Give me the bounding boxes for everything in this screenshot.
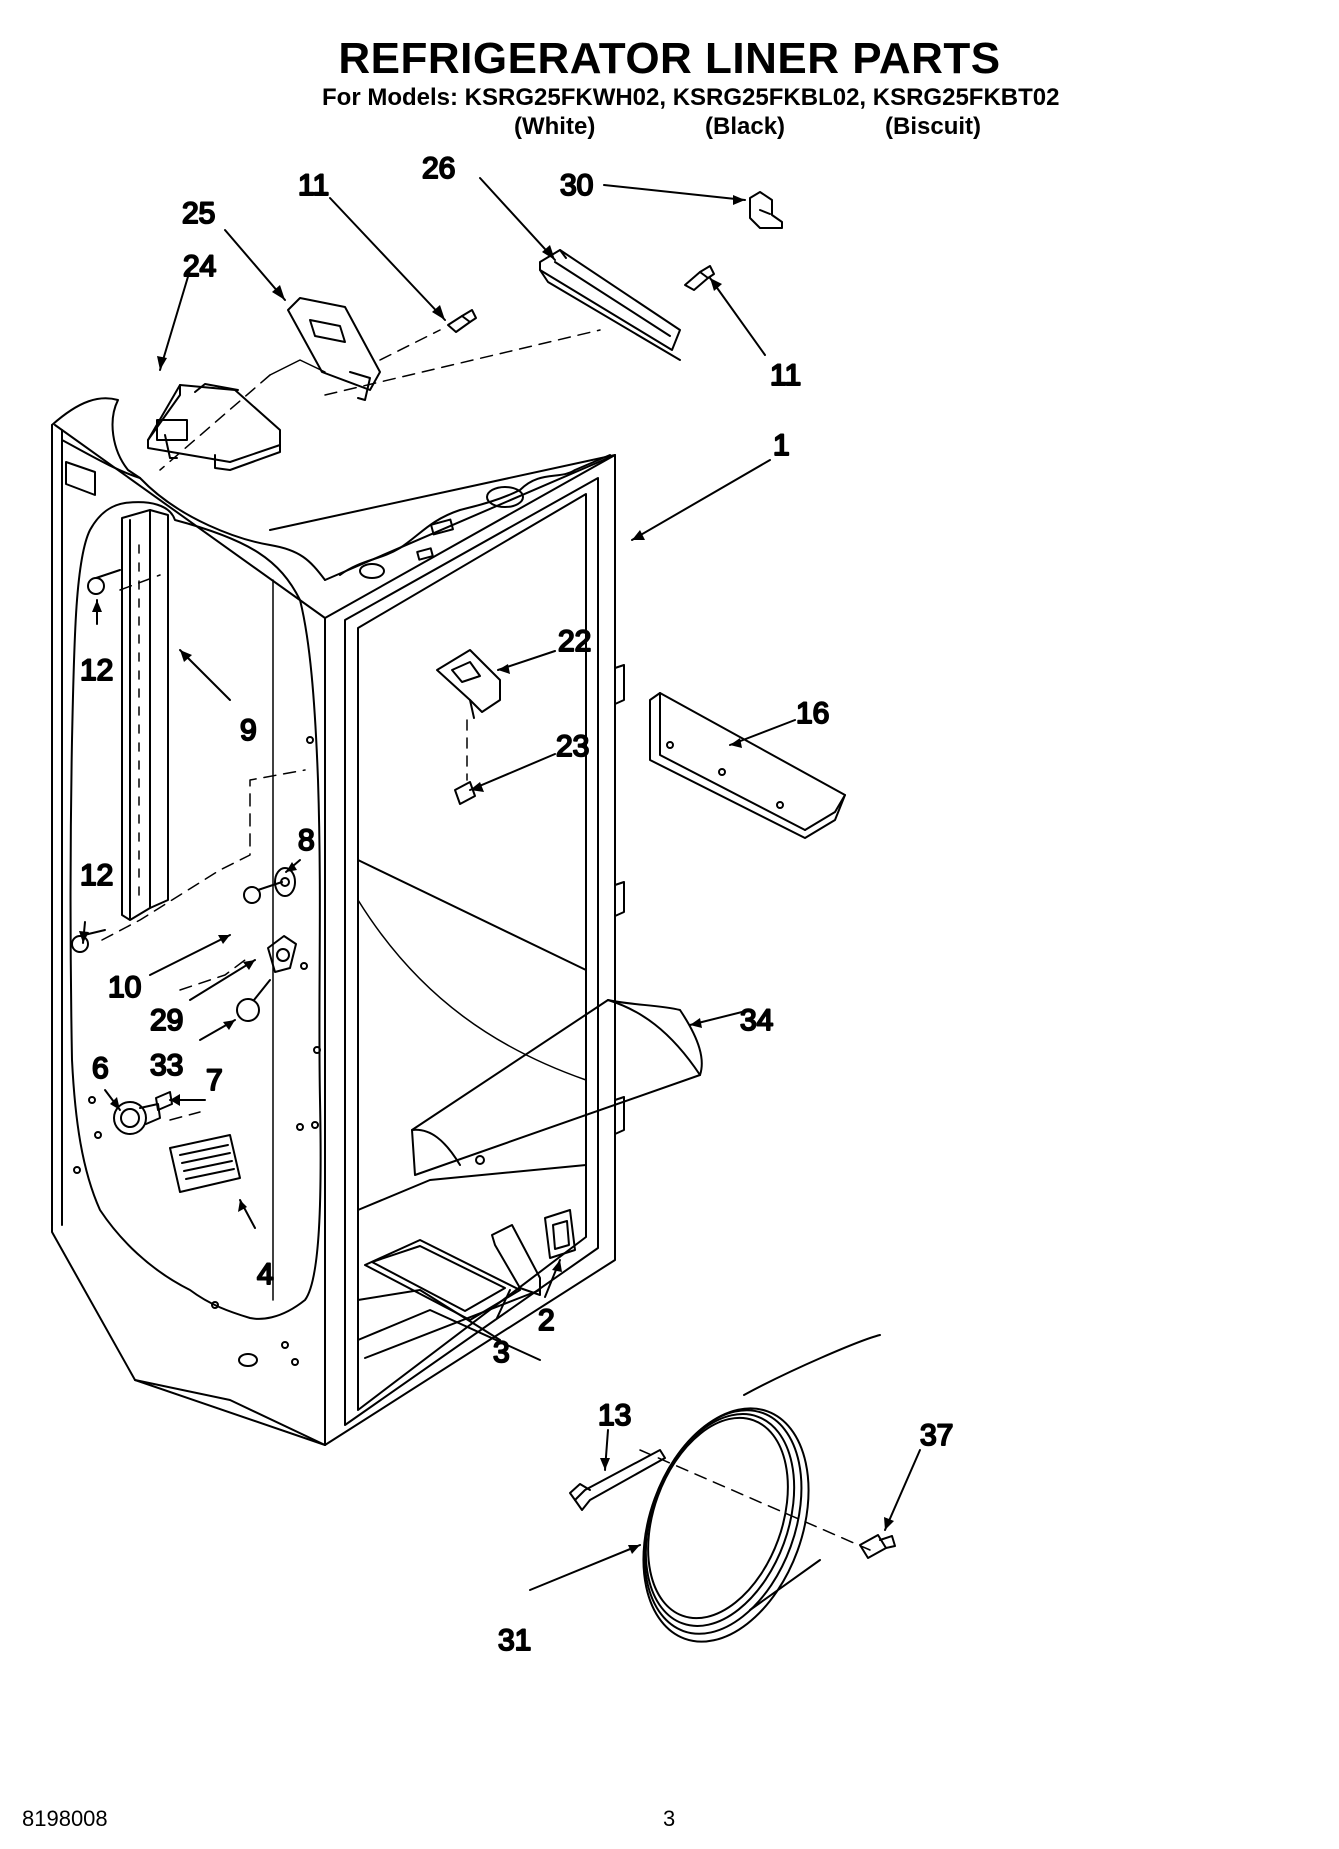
part-11-screw-upper — [447, 309, 477, 333]
part-3-bracket — [491, 1224, 541, 1296]
part-22-bracket — [436, 649, 501, 719]
callout-25: 25 — [182, 197, 215, 230]
callout-22: 22 — [558, 625, 591, 658]
part-23-screw — [454, 781, 476, 805]
part-29-lamp-socket — [267, 935, 297, 973]
part-24-control-housing — [147, 383, 281, 471]
part-31-tubing — [642, 1334, 881, 1643]
callout-11-top: 11 — [298, 169, 329, 202]
part-12-screw-upper — [87, 569, 121, 595]
callout-10: 10 — [108, 971, 141, 1004]
callout-24: 24 — [183, 250, 216, 283]
part-2-bracket — [544, 1209, 576, 1259]
callout-29: 29 — [150, 1004, 183, 1037]
callout-31: 31 — [498, 1624, 531, 1657]
callout-12-upper: 12 — [80, 654, 113, 687]
part-34-cover — [411, 999, 703, 1176]
part-30-clip — [749, 191, 783, 229]
page-title: REFRIGERATOR LINER PARTS — [338, 34, 1001, 83]
callout-23: 23 — [556, 730, 589, 763]
part-37-screw — [859, 1534, 896, 1559]
variant-white: (White) — [514, 113, 596, 140]
part-8-socket — [274, 867, 296, 897]
variant-biscuit: (Biscuit) — [885, 113, 981, 140]
callout-26: 26 — [422, 152, 455, 185]
callout-13: 13 — [598, 1399, 631, 1432]
part-4-vent — [169, 1134, 241, 1193]
callout-37: 37 — [920, 1419, 953, 1452]
callout-7: 7 — [206, 1064, 223, 1097]
part-16-rail — [649, 692, 846, 839]
part-13-cable-tie — [569, 1449, 666, 1511]
callout-30: 30 — [560, 169, 593, 202]
callout-33: 33 — [150, 1049, 183, 1082]
callout-11-right: 11 — [770, 359, 801, 392]
callout-1: 1 — [773, 429, 790, 462]
part-9-shelf-rail — [121, 509, 169, 921]
leader-lines — [82, 177, 921, 1591]
callout-12-lower: 12 — [80, 859, 113, 892]
doc-number: 8198008 — [22, 1806, 108, 1831]
variant-black: (Black) — [705, 113, 786, 140]
callout-6: 6 — [92, 1052, 109, 1085]
part-10-screw — [243, 881, 283, 904]
models-line: For Models: KSRG25FKWH02, KSRG25FKBL02, … — [322, 84, 1060, 111]
part-33-lamp — [236, 979, 271, 1022]
callout-2: 2 — [538, 1304, 555, 1337]
callout-34: 34 — [740, 1004, 773, 1037]
callout-8: 8 — [298, 824, 315, 857]
liner-body — [51, 397, 625, 1446]
callout-4: 4 — [257, 1258, 274, 1291]
part-12-screw-lower — [71, 929, 106, 953]
callout-9: 9 — [240, 714, 257, 747]
page-number: 3 — [663, 1806, 676, 1831]
part-25-bracket — [269, 297, 381, 401]
callout-labels: 11 26 30 25 24 11 1 22 12 9 16 23 8 12 1… — [79, 151, 954, 1658]
part-11-screw-right — [684, 265, 715, 291]
callout-3: 3 — [493, 1336, 510, 1369]
part-7-shaft — [155, 1091, 173, 1111]
arrowheads — [79, 195, 894, 1554]
callout-16: 16 — [796, 697, 829, 730]
part-6-knob — [113, 1101, 161, 1135]
part-26-rail — [539, 249, 681, 361]
assembly-lines — [101, 329, 871, 1551]
